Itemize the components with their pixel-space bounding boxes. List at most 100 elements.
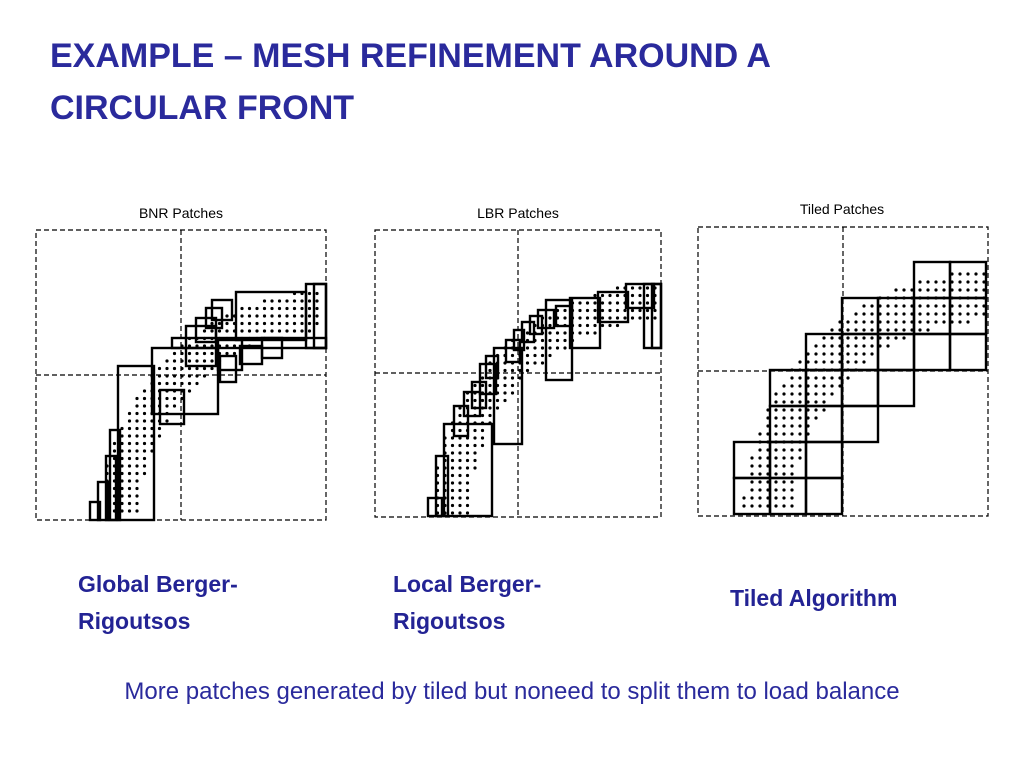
bnr-refined-cell: [157, 411, 162, 416]
tiled-refined-cell: [886, 296, 890, 300]
lbr-refined-cell: [450, 481, 455, 485]
lbr-refined-cell: [473, 391, 477, 395]
lbr-refined-cell: [548, 323, 552, 328]
tiled-patch: [948, 296, 988, 336]
bnr-refined-cell: [210, 359, 214, 363]
tiled-refined-cell: [982, 312, 986, 316]
bnr-refined-cell: [120, 509, 124, 513]
tiled-refined-cell: [822, 376, 826, 380]
bnr-refined-cell: [165, 396, 169, 401]
bnr-refined-cell: [135, 456, 139, 461]
lbr-refined-cell: [465, 436, 470, 440]
tiled-refined-cell: [854, 336, 858, 340]
tiled-refined-cells: [742, 272, 986, 508]
bnr-patch: [88, 500, 102, 522]
tiled-refined-cell: [894, 336, 898, 340]
tiled-refined-cell: [966, 280, 970, 284]
tiled-refined-cell: [750, 504, 754, 508]
lbr-refined-cell: [570, 338, 575, 343]
lbr-refined-cell: [630, 316, 635, 320]
tiled-refined-cell: [966, 304, 970, 308]
bnr-refined-cell: [112, 509, 117, 513]
bnr-refined-cell: [195, 351, 199, 356]
bnr-refined-cell: [255, 306, 259, 311]
tiled-refined-cell: [806, 408, 810, 412]
tiled-refined-cell: [942, 280, 946, 284]
tiled-refined-cell: [918, 304, 922, 308]
tiled-refined-cell: [750, 480, 754, 484]
lbr-refined-cell: [465, 421, 470, 425]
lbr-refined-cell: [465, 503, 470, 508]
tiled-refined-cell: [902, 312, 906, 316]
bnr-refined-cell: [157, 419, 162, 423]
bnr-refined-cell: [157, 366, 162, 371]
lbr-refined-cell: [458, 458, 462, 463]
tiled-refined-cell: [758, 504, 762, 508]
lbr-refined-cell: [540, 353, 545, 358]
lbr-refined-cell: [480, 383, 485, 388]
bnr-refined-cell: [172, 359, 177, 363]
lbr-refined-cell: [510, 391, 515, 395]
tiled-refined-cell: [846, 336, 850, 340]
tiled-refined-cell: [862, 344, 866, 348]
lbr-refined-cell: [623, 293, 627, 298]
lbr-refined-cell: [510, 346, 515, 350]
tiled-refined-cell: [790, 400, 794, 404]
lbr-refined-cell: [465, 473, 470, 478]
tiled-refined-cell: [838, 376, 842, 380]
tiled-refined-cell: [766, 408, 770, 412]
bnr-refined-cell: [307, 321, 312, 326]
tiled-refined-cell: [814, 416, 818, 420]
lbr-refined-cell: [473, 406, 477, 410]
bnr-refined-cell: [135, 501, 139, 506]
lbr-refined-cell: [510, 338, 515, 343]
lbr-refined-cell: [458, 451, 462, 455]
bnr-refined-cell: [127, 479, 132, 483]
tiled-refined-cell: [774, 504, 778, 508]
lbr-refined-cell: [458, 443, 462, 448]
bnr-refined-cell: [120, 494, 124, 498]
bnr-refined-cell: [195, 366, 199, 371]
tiled-refined-cell: [918, 328, 922, 332]
lbr-refined-cell: [533, 338, 537, 343]
tiled-refined-cell: [878, 312, 882, 316]
lbr-refined-cell: [465, 511, 470, 515]
bnr-refined-cell: [127, 494, 132, 498]
tiled-refined-cell: [854, 352, 858, 356]
bnr-refined-cell: [247, 344, 252, 348]
lbr-refined-cell: [480, 391, 485, 395]
bnr-refined-cell: [292, 306, 297, 311]
bnr-refined-cell: [270, 299, 274, 303]
tiled-refined-cell: [942, 288, 946, 292]
lbr-refined-cell: [495, 368, 500, 373]
lbr-refined-cell: [458, 496, 462, 500]
lbr-refined-cell: [533, 353, 537, 358]
tiled-refined-cell: [950, 296, 954, 300]
bnr-refined-cell: [240, 329, 244, 333]
tiled-refined-cell: [862, 312, 866, 316]
lbr-refined-cell: [443, 481, 447, 485]
bnr-refined-cell: [307, 314, 312, 318]
tiled-refined-cell: [854, 344, 858, 348]
tiled-refined-cell: [758, 480, 762, 484]
lbr-refined-cell: [503, 346, 507, 350]
bnr-refined-cell: [150, 374, 154, 378]
bnr-refined-cell: [262, 329, 267, 333]
bnr-refined-cell: [277, 299, 282, 303]
lbr-refined-cell: [443, 511, 447, 515]
bnr-refined-cell: [240, 306, 244, 311]
bnr-refined-cell: [217, 344, 222, 348]
bnr-refined-cell: [142, 434, 147, 438]
tiled-refined-cell: [766, 488, 770, 492]
lbr-refined-cell: [615, 308, 620, 313]
bnr-refined-cell: [120, 426, 124, 431]
bnr-refined-cell: [127, 434, 132, 438]
bnr-refined-cell: [180, 389, 184, 393]
lbr-refined-cell: [525, 338, 530, 343]
tiled-refined-cell: [790, 456, 794, 460]
lbr-refined-cell: [488, 376, 492, 380]
bnr-refined-cell: [165, 374, 169, 378]
tiled-refined-cell: [782, 464, 786, 468]
bnr-refined-cell: [270, 306, 274, 311]
tiled-refined-cell: [950, 280, 954, 284]
